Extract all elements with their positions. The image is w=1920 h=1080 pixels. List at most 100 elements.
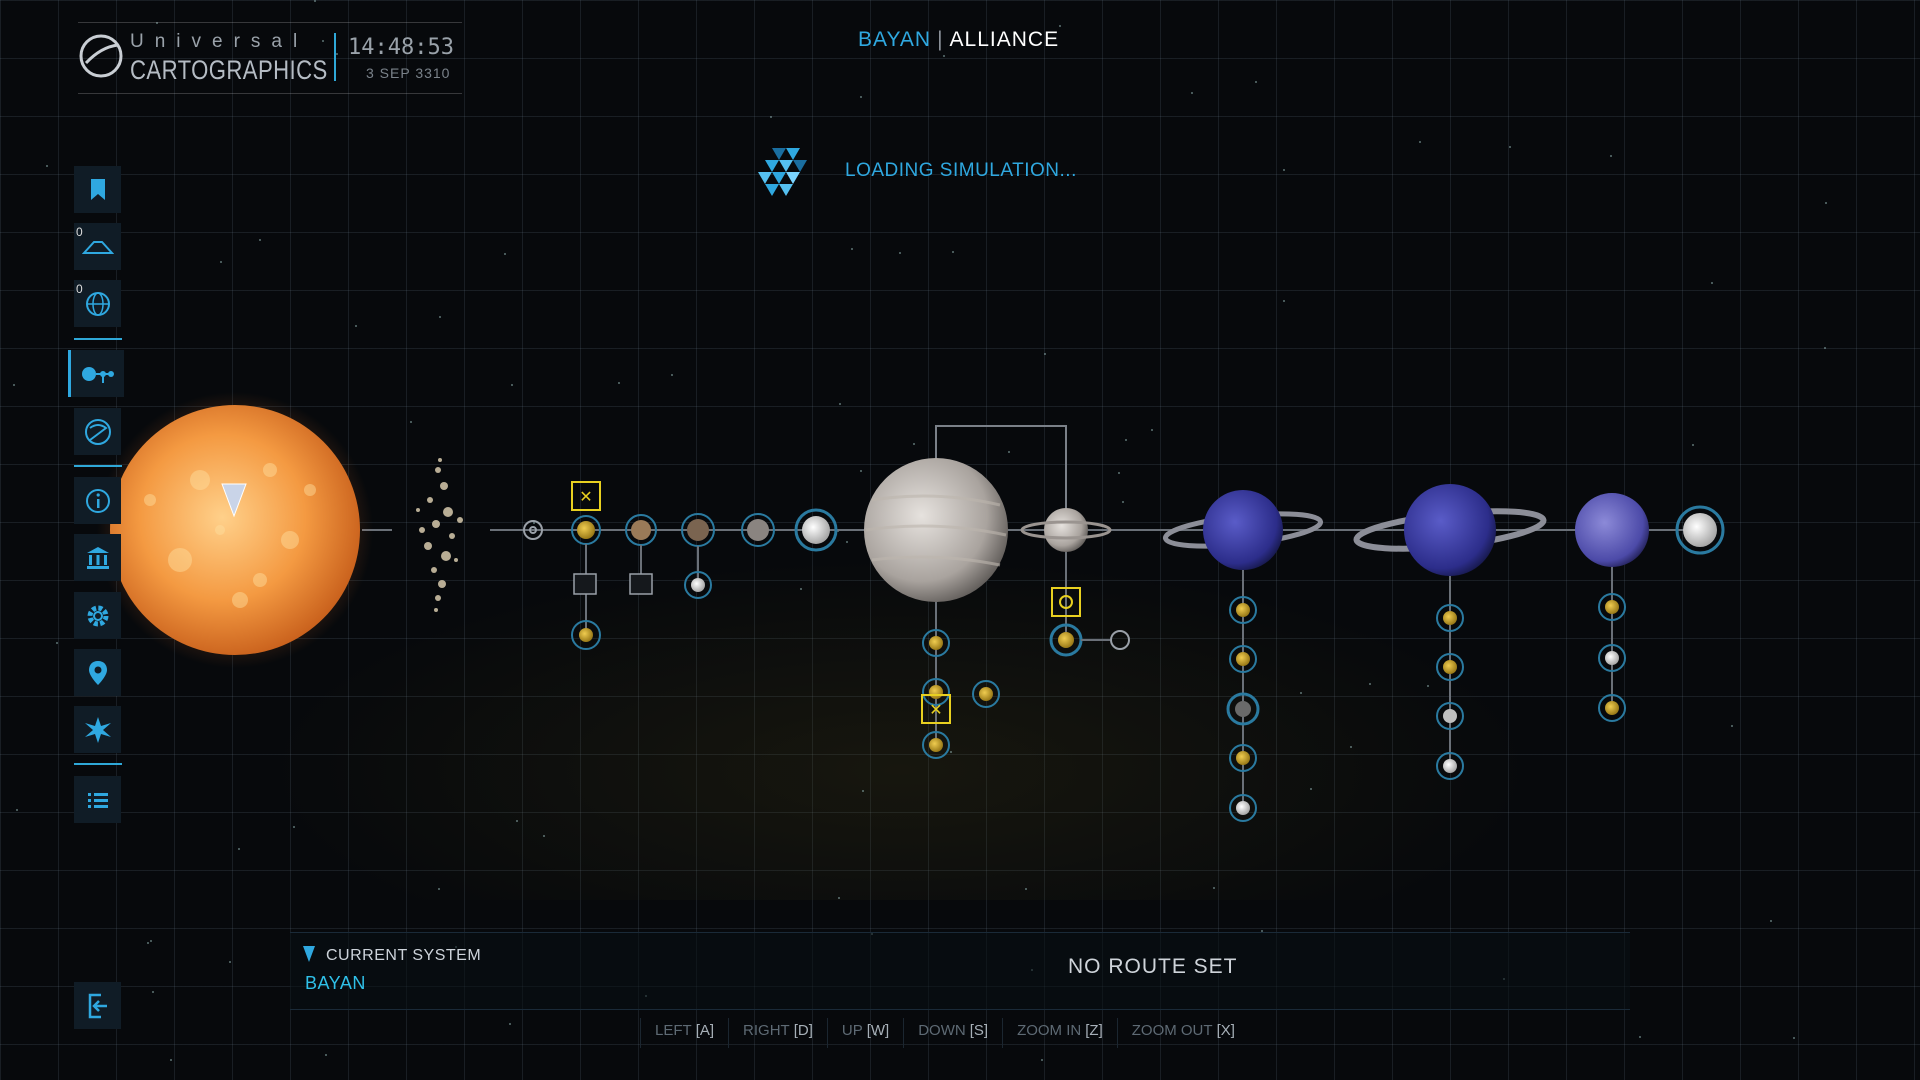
globe-count: 0 [76, 282, 83, 296]
current-system-label: CURRENT SYSTEM [326, 947, 482, 964]
sidebar-system-map-button[interactable] [68, 350, 124, 397]
brand-line-1: Universal [130, 31, 309, 52]
background-star [355, 325, 357, 327]
background-star [1283, 169, 1285, 171]
background-star [770, 116, 772, 118]
background-star [511, 384, 513, 386]
asteroid-belt [416, 458, 463, 612]
svg-text:✕: ✕ [579, 487, 592, 506]
title-separator: | [937, 28, 944, 51]
background-star [950, 751, 952, 753]
sidebar-divider [74, 338, 122, 340]
list-icon [87, 792, 108, 808]
sidebar-list-button[interactable] [74, 776, 121, 823]
background-star [1427, 685, 1429, 687]
background-star [1059, 25, 1061, 27]
background-star [1310, 788, 1312, 790]
sidebar-filter-button[interactable] [74, 706, 121, 753]
background-star [851, 248, 853, 250]
background-star [322, 40, 324, 42]
background-star [314, 0, 316, 2]
background-star [509, 1023, 511, 1025]
background-star [875, 1034, 877, 1036]
info-icon [85, 488, 110, 513]
background-star [1793, 1037, 1795, 1039]
background-star [220, 261, 222, 263]
background-star [671, 374, 673, 376]
location-pin-icon [88, 660, 107, 685]
background-star [1041, 1059, 1043, 1061]
background-star [618, 382, 620, 384]
planet-3 [681, 513, 715, 599]
planet-2 [625, 514, 657, 595]
current-system-marker-icon [303, 946, 315, 962]
background-star [1122, 501, 1124, 503]
loading-spinner-icon [758, 148, 807, 196]
background-star [1261, 930, 1263, 932]
cartographics-logo-icon [79, 34, 123, 78]
station-icon [86, 546, 109, 569]
background-star [1255, 81, 1257, 83]
background-star [1125, 439, 1127, 441]
sidebar-divider [74, 763, 122, 765]
sidebar-info-button[interactable] [74, 477, 121, 524]
background-star [438, 888, 440, 890]
sidebar-location-button[interactable] [74, 649, 121, 696]
background-star [156, 22, 158, 24]
control-hint-right: RIGHT[D] [728, 1018, 827, 1048]
universal-cartographics-header: Universal CARTOGRAPHICS 14:48:53 3 SEP 3… [78, 22, 462, 94]
background-star [410, 421, 412, 423]
background-star [1025, 888, 1027, 890]
galaxy-map-icon [84, 418, 111, 445]
system-map-icon [81, 366, 114, 383]
bookmark-icon [90, 178, 105, 200]
background-star [259, 239, 261, 241]
background-star [1044, 353, 1046, 355]
lavender-planet [1575, 493, 1649, 722]
globe-icon [85, 291, 110, 316]
ringed-planet-small [1020, 508, 1130, 657]
background-star [1118, 472, 1120, 474]
sidebar-station-button[interactable] [74, 534, 121, 581]
background-star [838, 897, 840, 899]
background-star [952, 251, 954, 253]
landing-count: 0 [76, 225, 83, 239]
control-hint-up: UP[W] [826, 1018, 903, 1048]
exit-button[interactable] [74, 982, 121, 1029]
background-star [913, 443, 915, 445]
background-star [150, 940, 152, 942]
control-hint-down: DOWN[S] [903, 1018, 1002, 1048]
background-star [943, 55, 945, 57]
sidebar-globe-button[interactable]: 0 [74, 280, 121, 327]
star-burst-icon [84, 716, 111, 743]
background-star [13, 384, 15, 386]
background-star [1419, 141, 1421, 143]
sidebar-landing-button[interactable]: 0 [74, 223, 121, 270]
sidebar-divider [74, 465, 122, 467]
background-star [1711, 282, 1713, 284]
brand-line-2: CARTOGRAPHICS [130, 55, 328, 85]
blue-ringed-planet-1 [1162, 490, 1324, 822]
background-star [543, 835, 545, 837]
background-star [325, 1054, 327, 1056]
background-star [158, 73, 160, 75]
background-star [1151, 429, 1153, 431]
background-star [293, 826, 295, 828]
current-system-value[interactable]: BAYAN [305, 973, 366, 993]
background-star [152, 991, 154, 993]
planet-1: ✕ [571, 481, 601, 650]
background-star [1639, 1036, 1641, 1038]
background-star [46, 165, 48, 167]
sidebar-bookmarks-button[interactable] [74, 166, 121, 213]
planet-4 [741, 513, 775, 547]
background-star [1610, 155, 1612, 157]
sidebar-settings-button[interactable] [74, 592, 121, 639]
background-star [336, 53, 338, 55]
sidebar-galaxy-map-button[interactable] [74, 408, 121, 455]
blue-ringed-planet-2 [1353, 484, 1547, 780]
background-star [1350, 746, 1352, 748]
background-star [860, 96, 862, 98]
background-star [862, 790, 864, 792]
planet-5 [794, 508, 838, 552]
